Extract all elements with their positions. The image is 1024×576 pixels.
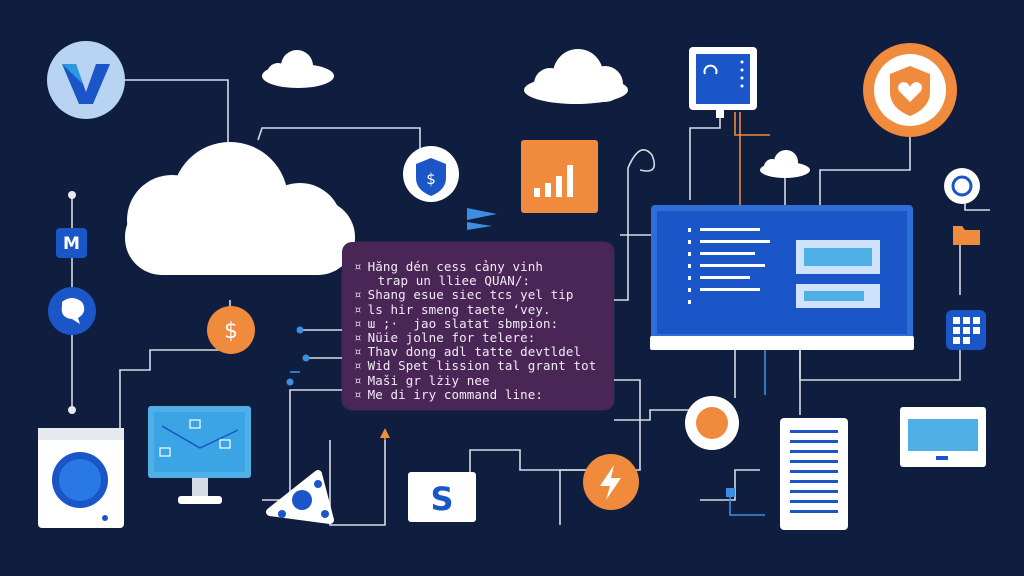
accent-lines: [290, 112, 770, 516]
mail-icon: M: [56, 228, 87, 258]
svg-text:$: $: [224, 319, 238, 344]
chat-icon: [48, 287, 96, 335]
security-dollar-icon: $: [403, 146, 459, 202]
cloud-icon: [262, 50, 334, 88]
monitor-icon: [900, 407, 986, 467]
arrow-up-icon: [380, 428, 390, 438]
folder-icon: [953, 226, 980, 245]
analytics-icon: [521, 140, 598, 213]
speed-arrows-icon: [467, 208, 497, 230]
cloud-icon: [524, 49, 628, 104]
terminal-line: ¤Wid Spet lission tal grant tot: [354, 358, 597, 374]
router-device-icon: [689, 47, 757, 118]
terminal-output: ¤Hăng dén cess cảny vinh trap un lliee Q…: [354, 259, 597, 402]
plug-icon: [726, 488, 735, 497]
terminal-line: ¤Thav dong adl tatte devtldel: [354, 344, 582, 360]
connector-dots: [68, 191, 310, 414]
app-grid-icon: [946, 310, 986, 350]
terminal-line: ¤Nüie jolne for telere:: [354, 330, 536, 346]
laptop-dashboard-icon: [650, 205, 914, 350]
terminal-line: ¤Me di iry command line:: [354, 386, 544, 402]
server-rack-icon: [780, 418, 848, 530]
terminal-line: ¤Maši gr lżiy nee: [354, 372, 490, 388]
svg-text:M: M: [63, 234, 80, 254]
svg-text:$: $: [426, 170, 436, 188]
desktop-monitor-icon: [148, 406, 251, 504]
main-cloud-icon: [125, 142, 355, 275]
terminal-line: ¤ls hir smeng taete ‘vey.: [354, 301, 551, 317]
cloud-icon: [760, 150, 810, 178]
status-ring-icon: [685, 396, 739, 450]
terminal-line: ¤Shang esue siec tcs yel tip: [354, 287, 574, 303]
terminal-line: trap un lliee QUAN/:: [377, 273, 531, 289]
lightning-icon: [583, 454, 639, 510]
terminal-window: ¤Hăng dén cess cảny vinh trap un lliee Q…: [342, 242, 614, 410]
terminal-line: ¤ɯ ;· jao slatat sbmpion:: [354, 315, 559, 331]
dollar-icon: $: [207, 306, 255, 354]
heart-shield-icon: [863, 43, 957, 137]
terminal-line: ¤Hăng dén cess cảny vinh: [354, 259, 544, 274]
s-app-icon: S: [408, 472, 476, 522]
svg-text:S: S: [430, 480, 453, 518]
connection-lines: [71, 79, 990, 526]
device-icon: [38, 428, 124, 528]
v-logo-icon: [47, 41, 125, 119]
network-hub-icon: [266, 470, 334, 524]
target-icon: [944, 168, 980, 204]
